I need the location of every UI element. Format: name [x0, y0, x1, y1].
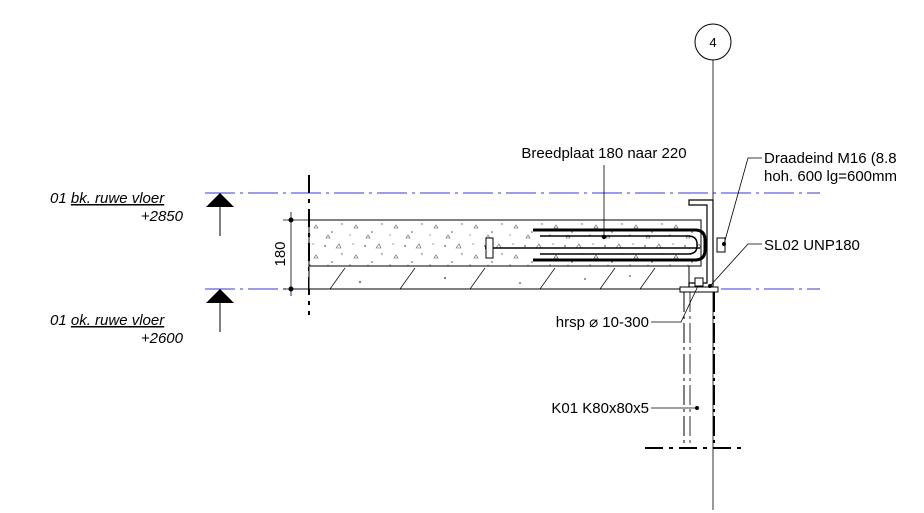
level-marker-top — [206, 193, 234, 236]
level-bottom-elevation: +2600 — [141, 330, 184, 347]
label-unp: SL02 UNP180 — [764, 237, 860, 254]
level-bottom-name: 01 ok. ruwe vloer — [50, 312, 165, 329]
label-breedplaat: Breedplaat 180 naar 220 — [521, 145, 686, 162]
grid-marker-bubble — [694, 23, 732, 61]
level-bottom-underlined: ok. ruwe vloer — [71, 312, 165, 329]
dimension-180 — [283, 212, 312, 296]
level-marker-bottom — [206, 289, 234, 332]
label-hrsp: hrsp ⌀ 10-300 — [556, 314, 649, 331]
label-draadeind-1: Draadeind M16 (8.8 — [764, 150, 897, 167]
level-top-elevation: +2850 — [141, 208, 184, 225]
column-k01 — [645, 292, 742, 449]
grid-marker-label: 4 — [709, 35, 716, 50]
unp-profile — [679, 199, 726, 293]
label-column: K01 K80x80x5 — [551, 400, 649, 417]
level-top-underlined: bk. ruwe vloer — [71, 190, 165, 207]
level-top-name: 01 bk. ruwe vloer — [50, 190, 165, 207]
dimension-label: 180 — [272, 241, 289, 266]
slab-section — [308, 219, 707, 290]
label-draadeind-2: hoh. 600 lg=600mm — [764, 168, 897, 185]
callout-leaders — [603, 157, 762, 409]
